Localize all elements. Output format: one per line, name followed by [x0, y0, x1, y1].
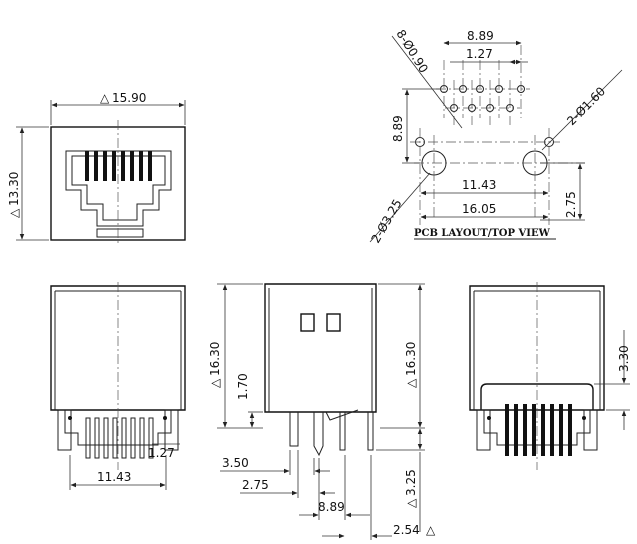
pcb-row-spacing: 8.89: [391, 115, 405, 142]
bottom-housing-outline: [469, 285, 605, 411]
rear-pins: [85, 417, 154, 459]
side-height-right: 16.30: [404, 342, 418, 376]
front-contacts: [85, 151, 152, 181]
pcb-pitch-small: 1.27: [466, 47, 493, 61]
side-pin-offset: 2.75: [242, 478, 269, 492]
side-pin-pitch: 2.54: [393, 523, 420, 537]
pcb-peg-holes-label: 2-Ø1.60: [564, 84, 608, 128]
pcb-pitch-large: 8.89: [467, 29, 494, 43]
side-pin-c: [367, 412, 374, 451]
side-view: △ 16.30 1.70 3.50 2.75 8.89 2.54 △ △ 16: [208, 283, 436, 540]
front-latch-slot: [96, 228, 144, 238]
side-height-left: 16.30: [208, 342, 222, 376]
pcb-overall-span: 16.05: [462, 202, 496, 216]
front-width-mark: △: [100, 91, 110, 105]
side-pin-length-mark: △: [404, 498, 418, 508]
side-height-left-mark: △: [208, 378, 222, 388]
bottom-view: 3.30: [469, 282, 631, 470]
jack-opening-inner: [71, 155, 166, 221]
bottom-jack-outline: [480, 383, 594, 410]
pcb-mount-holes-label: 2-Ø3.25: [368, 197, 404, 246]
pcb-layout-view: 8.89 1.27 8-Ø0.90 2-Ø1.60 8.89 11.43 16.…: [368, 27, 623, 246]
pcb-pin-holes-label: 8-Ø0.90: [393, 27, 430, 75]
side-window-left: [300, 313, 315, 332]
side-peg-offset: 3.50: [222, 456, 249, 470]
rear-pin-pitch: 1.27: [148, 446, 175, 460]
front-width-dim: 15.90: [112, 91, 146, 105]
side-step: 1.70: [236, 373, 250, 400]
front-view: △ 15.90 △ 13.30: [7, 91, 186, 244]
side-pin-pitch-mark: △: [426, 523, 436, 537]
pcb-offset: 2.75: [564, 191, 578, 218]
side-row-pitch: 8.89: [318, 500, 345, 514]
front-height-mark: △: [7, 208, 21, 218]
rear-view: 11.43 1.27: [50, 282, 186, 490]
pcb-caption: PCB LAYOUT/TOP VIEW: [414, 228, 551, 239]
bottom-pins: [505, 404, 572, 456]
rear-pin-span: 11.43: [97, 470, 131, 484]
side-pin-length: 3.25: [404, 469, 418, 496]
side-housing-outline: [264, 283, 377, 413]
jack-opening: [65, 150, 172, 227]
bottom-height-dim: 3.30: [617, 345, 631, 372]
pcb-pin-holes: [440, 85, 525, 112]
front-height-dim: 13.30: [7, 172, 21, 206]
pcb-peg-spacing: 11.43: [462, 178, 496, 192]
side-window-right: [326, 313, 341, 332]
side-height-right-mark: △: [404, 378, 418, 388]
rear-housing-outline: [50, 285, 186, 411]
side-peg: [289, 412, 299, 447]
side-pin-a: [313, 412, 324, 457]
side-pin-b: [339, 412, 346, 451]
